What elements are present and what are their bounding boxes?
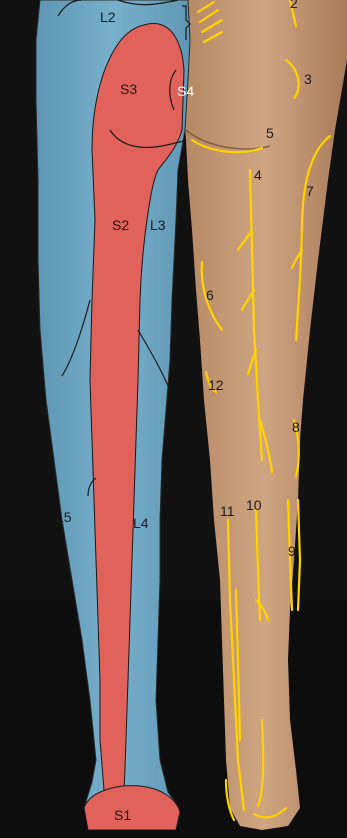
label-l3: L3 <box>150 217 166 233</box>
label-l4: L4 <box>133 515 149 531</box>
label-nerve-11: 11 <box>220 503 235 519</box>
label-s4: S4 <box>177 83 194 99</box>
label-nerve-2: 2 <box>290 0 298 11</box>
label-nerve-6: 6 <box>206 287 214 303</box>
label-nerve-8: 8 <box>292 419 300 435</box>
label-l2: L2 <box>100 9 116 25</box>
label-nerve-4: 4 <box>254 167 262 183</box>
label-nerve-3: 3 <box>304 71 312 87</box>
label-nerve-9: 9 <box>288 543 296 559</box>
label-s2: S2 <box>112 217 129 233</box>
label-nerve-7: 7 <box>306 183 314 199</box>
label-l5: L5 <box>56 509 72 525</box>
label-s3: S3 <box>120 81 137 97</box>
label-nerve-5: 5 <box>266 125 274 141</box>
label-nerve-12: 12 <box>208 377 224 393</box>
label-s1: S1 <box>114 807 131 823</box>
label-nerve-10: 10 <box>246 497 262 513</box>
